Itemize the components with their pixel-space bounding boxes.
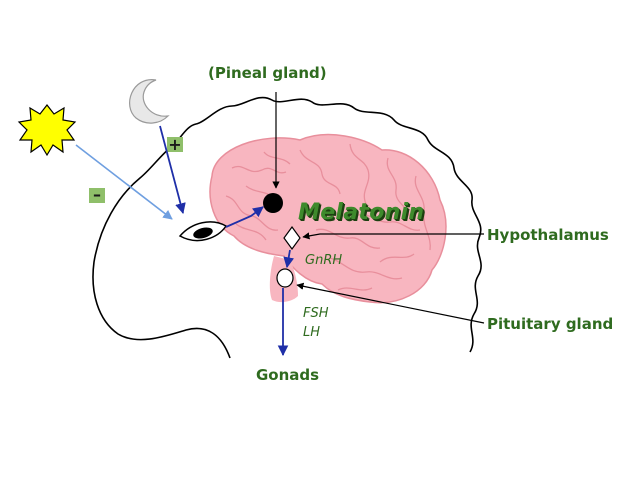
hypothalamus-pointer [302,232,484,240]
minus-sign: – [93,185,101,204]
crescent-moon-icon [129,79,170,124]
plus-sign-box [167,137,183,152]
pineal-gland [263,193,283,213]
sun-icon [17,104,77,157]
eye-to-pineal-arrow [225,206,264,228]
plus-sign: + [168,135,181,154]
sheep-head-outline [92,96,482,359]
brain [209,133,447,304]
brain-folds [225,143,431,291]
hypothalamus-label: Hypothalamus [487,226,609,244]
pineal-gland-label: (Pineal gland) [208,64,327,82]
fsh-label: FSH [303,306,329,321]
darkness-arrow [159,125,186,215]
melatonin-label: Melatonin [298,200,425,225]
pituitary-gland [276,268,294,288]
eye-pupil [193,227,213,239]
lh-label: LH [303,325,321,340]
pituitary-gland-label: Pituitary gland [487,315,614,333]
sunlight-arrow [75,144,173,220]
gonads-label: Gonads [256,366,320,384]
minus-sign-box [89,188,105,203]
gnrh-label: GnRH [305,253,343,268]
pituitary-pointer [296,282,485,324]
gnrh-arrow [283,249,295,269]
hypothalamus-marker [283,225,301,251]
